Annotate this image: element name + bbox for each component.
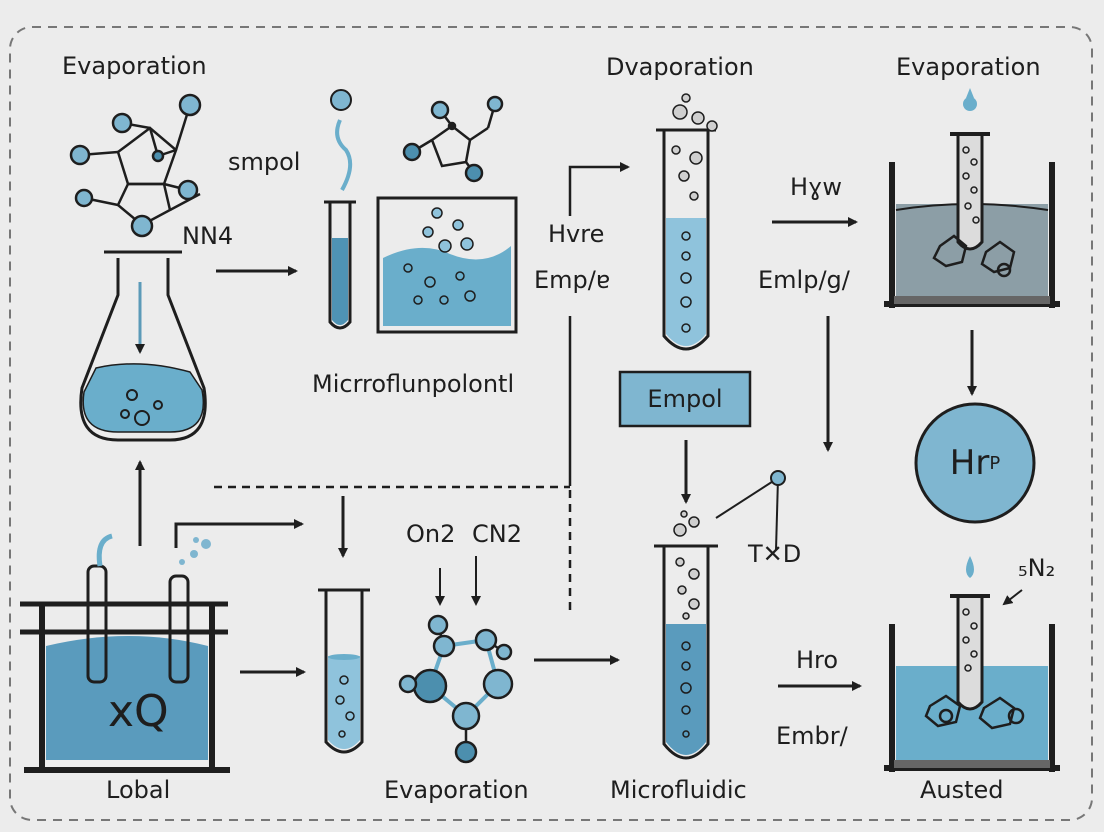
label-evaporation-top-left: Evaporation [62,52,207,80]
label-n2-right: ₅N₂ [1018,554,1056,582]
molecule-top-center [402,95,504,183]
label-dvaporation: Dvaporation [606,53,754,81]
label-austed: Austed [920,776,1004,804]
label-microfluidics-center: Micrroflunpolontl [312,370,515,398]
erlenmeyer-flask [79,250,207,442]
circle-hrp [914,402,1036,524]
label-cn2: CN2 [472,520,522,548]
label-evaporation-top-right: Evaporation [896,53,1041,81]
test-tube-microfluidic [654,470,786,760]
label-evaporation-bottom: Evaporation [384,776,529,804]
label-txd: T✕D [748,540,802,568]
bath-bottom-left [20,533,230,773]
label-hro: Hro [796,646,839,674]
label-xq: xQ [108,686,169,737]
label-smpol: smpol [228,148,301,176]
test-tube-bottom [318,588,370,754]
arrow-bath-right [174,519,304,548]
test-tube-dvaporation [656,93,718,351]
label-on2: On2 [406,520,456,548]
label-lobal: Lobal [106,776,171,804]
test-tube-small-top [324,89,356,330]
bath-bottom-right [884,556,1060,772]
molecule-top-left [79,104,201,227]
label-emlp: Emlp/g/ [758,266,850,294]
molecule-top-left-nodes [69,93,202,238]
label-hyw: Hɣw [790,173,842,201]
empol-box-label: Empol [647,385,723,413]
label-microfluidic-bottom: Microfluidic [610,776,747,804]
empol-box [618,370,752,428]
bath-top-right [884,88,1060,308]
label-nn4: NN4 [182,222,234,250]
label-hvre: Hvre [548,220,605,248]
dashed-border [9,26,1093,821]
label-embr: Embr/ [776,722,848,750]
label-emp-e: Emp/ɐ [534,266,611,294]
arrow-to-dvaporation-tube [568,162,630,216]
microfluidic-chamber [376,196,518,334]
molecule-bottom-center [398,614,514,764]
